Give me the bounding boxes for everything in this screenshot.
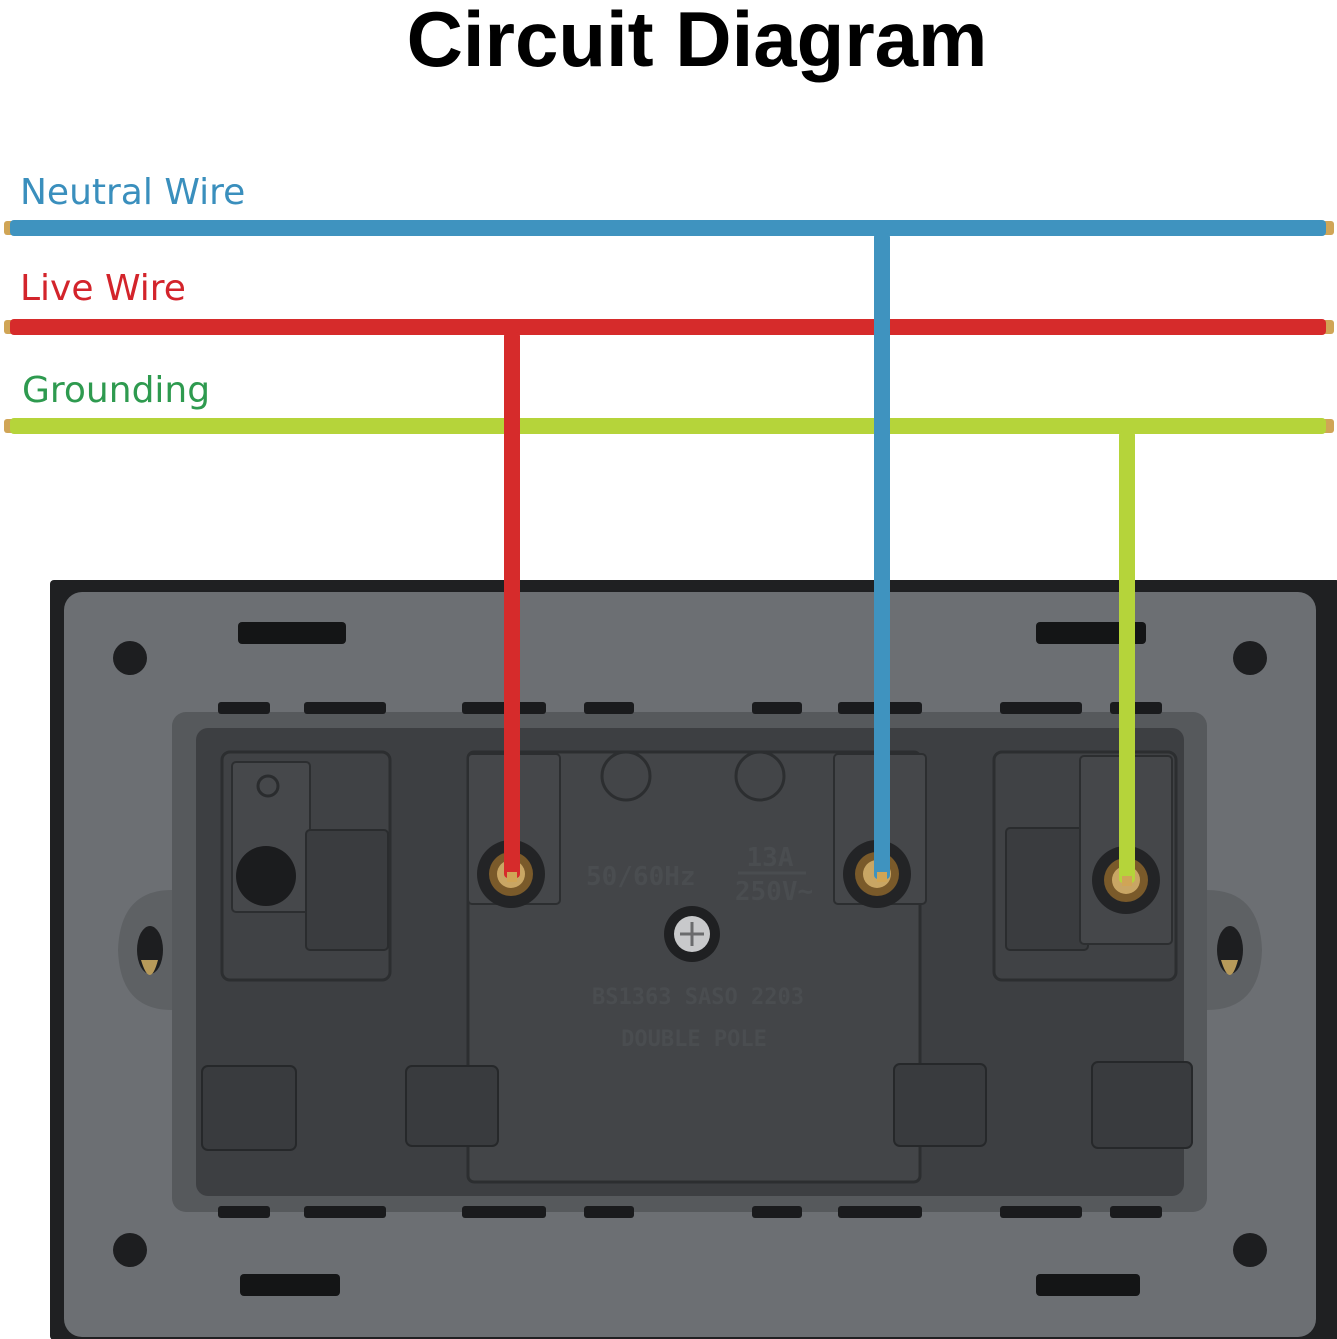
screw-brass-left	[141, 960, 158, 975]
live-drop-tip	[507, 872, 517, 882]
grounding-wire-label: Grounding	[22, 370, 210, 411]
live-drop-wire	[504, 332, 520, 878]
clip-slot	[1036, 622, 1146, 644]
neutral-drop-tip	[877, 872, 887, 882]
mounting-hole	[113, 641, 147, 675]
live-wire	[10, 319, 1326, 335]
center-module	[466, 750, 922, 1184]
grounding-drop-wire	[1119, 431, 1135, 883]
mounting-hole	[1233, 1233, 1267, 1267]
pole-marking: DOUBLE POLE	[621, 1027, 767, 1052]
vent-slots-bottom	[218, 1206, 1162, 1218]
neutral-wire-label: Neutral Wire	[20, 172, 245, 213]
grounding-wire	[10, 418, 1326, 434]
frequency-rating: 50/60Hz	[586, 862, 696, 892]
drop-wires	[504, 233, 1135, 886]
voltage-rating: 250V~	[735, 877, 813, 907]
clip-slot	[238, 622, 346, 644]
neutral-drop-wire	[874, 233, 890, 879]
screw-cross-icon	[680, 922, 704, 946]
diagram-title: Circuit Diagram	[407, 0, 988, 83]
boss-left	[600, 750, 652, 802]
bus-wires	[4, 220, 1334, 434]
mounting-hole	[113, 1233, 147, 1267]
screw-brass-right	[1221, 960, 1238, 975]
mounting-pads	[201, 1061, 1193, 1151]
clip-slot	[1036, 1274, 1140, 1296]
standard-marking: BS1363 SASO 2203	[592, 985, 804, 1010]
switch-rocker-right	[1005, 827, 1089, 951]
neutral-wire	[10, 220, 1326, 236]
switch-rocker-left	[305, 829, 389, 951]
earth-symbol-icon	[256, 774, 280, 798]
current-rating: 13A	[747, 843, 794, 873]
switch-pivot-icon	[236, 846, 296, 906]
clip-slot	[240, 1274, 340, 1296]
boss-right	[734, 750, 786, 802]
mounting-hole	[1233, 641, 1267, 675]
socket-back: 50/60Hz 13A 250V~ BS1363 SASO 2203 DOUBL…	[50, 580, 1337, 1339]
grounding-drop-tip	[1122, 876, 1132, 886]
live-wire-label: Live Wire	[20, 268, 186, 309]
